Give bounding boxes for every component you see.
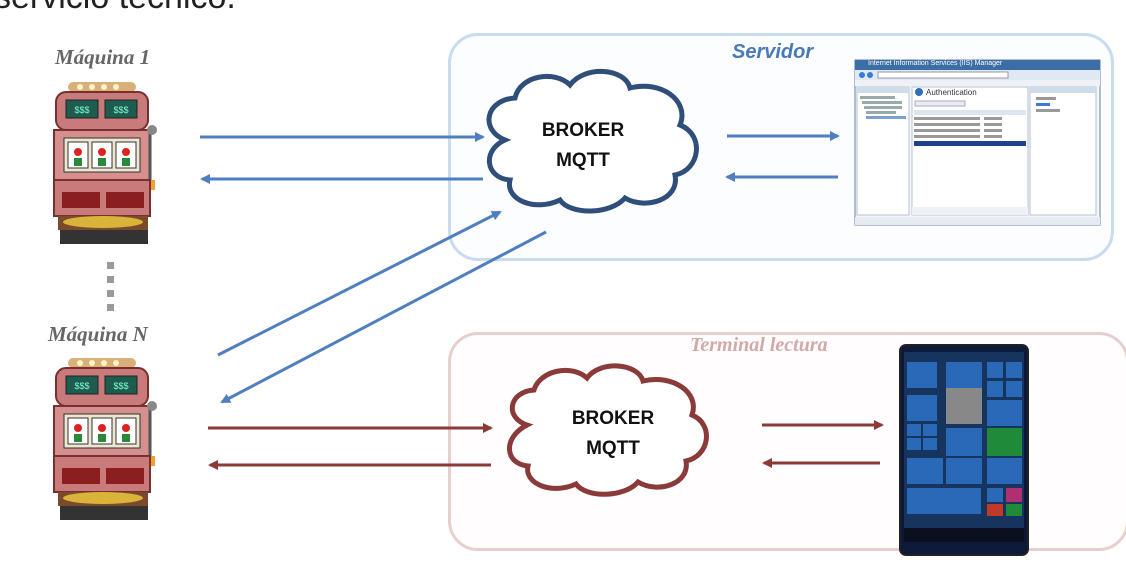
terminal-group-label: Terminal lectura bbox=[690, 334, 828, 356]
slot-machine-n-icon: $$$ $$$ bbox=[53, 358, 157, 520]
server-group-label: Servidor bbox=[732, 41, 814, 63]
terminal-group-box bbox=[448, 332, 1126, 551]
terminal-broker-line1: BROKER bbox=[571, 408, 655, 429]
server-broker-line1: BROKER bbox=[541, 120, 625, 141]
server-broker-line2: MQTT bbox=[556, 150, 610, 171]
machine-n-label: Máquina N bbox=[48, 322, 148, 346]
top-text: servicio técnico. bbox=[0, 0, 236, 17]
svg-text:$$$: $$$ bbox=[113, 105, 128, 115]
svg-text:$$$: $$$ bbox=[74, 381, 89, 391]
machine-1-label: Máquina 1 bbox=[55, 45, 151, 69]
server-broker-label: BROKER MQTT bbox=[523, 116, 643, 176]
terminal-broker-line2: MQTT bbox=[586, 438, 640, 459]
slot-machine-1-icon: $$$ $$$ bbox=[53, 82, 157, 244]
svg-text:$$$: $$$ bbox=[74, 105, 89, 115]
svg-text:$$$: $$$ bbox=[113, 381, 128, 391]
ellipsis-dots bbox=[107, 262, 114, 318]
iis-panel-heading: Authentication bbox=[926, 88, 977, 97]
iis-window-title: Internet Information Services (IIS) Mana… bbox=[868, 60, 1003, 67]
terminal-broker-label: BROKER MQTT bbox=[553, 404, 673, 464]
